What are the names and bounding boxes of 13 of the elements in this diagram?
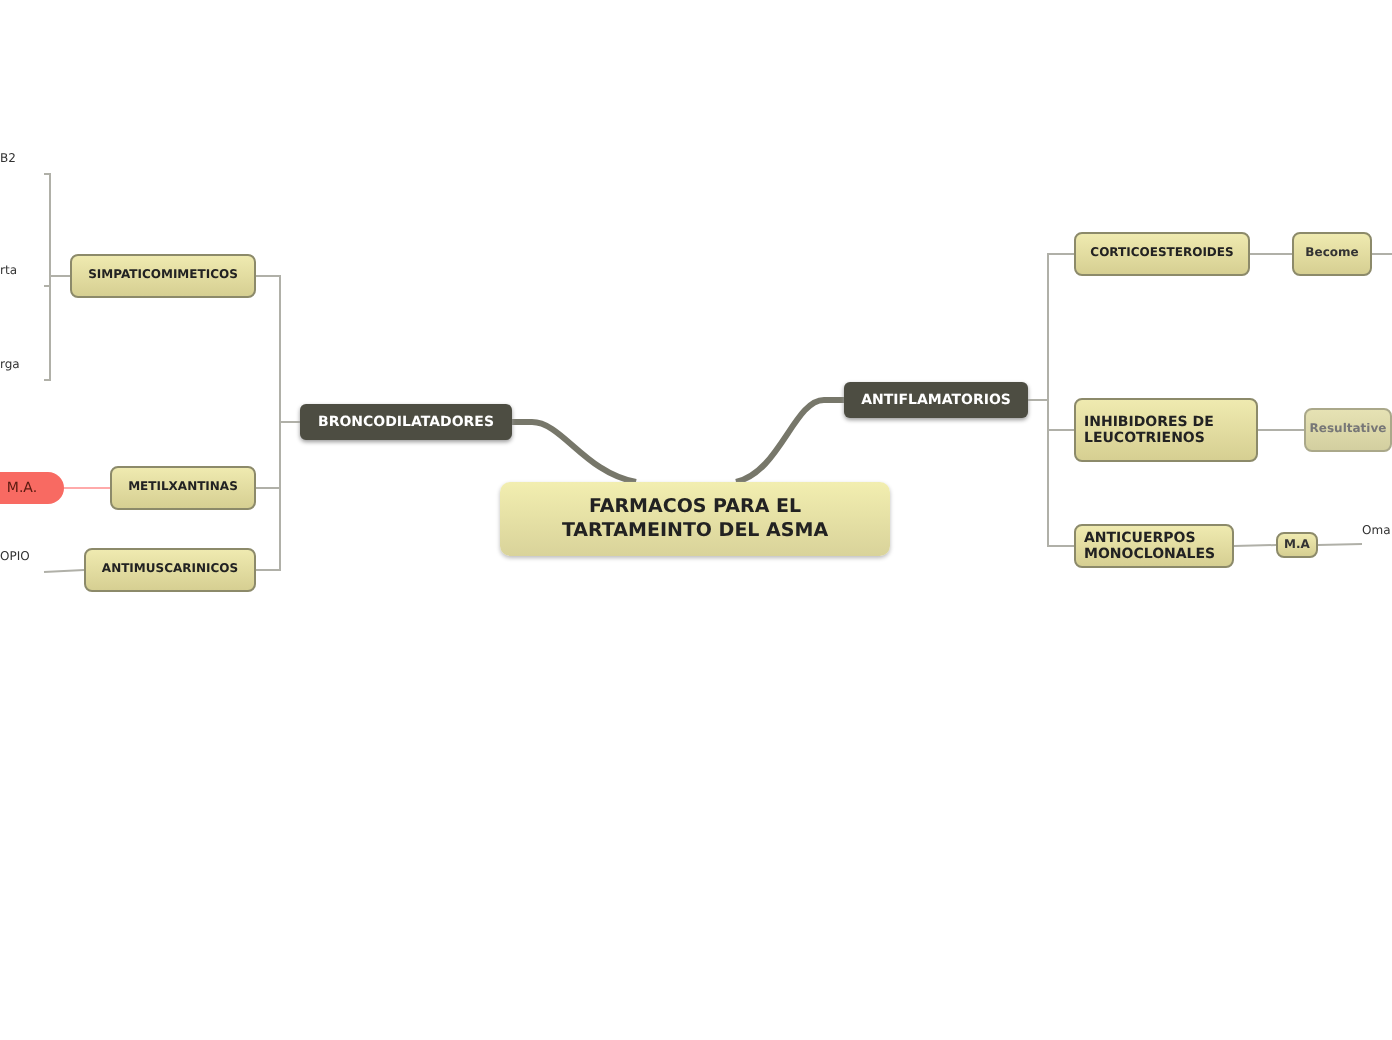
connector-line bbox=[1371, 253, 1392, 255]
connector-line bbox=[1027, 399, 1075, 547]
connector-line bbox=[63, 487, 111, 489]
connector-line bbox=[512, 419, 637, 485]
connector-line bbox=[43, 275, 71, 381]
connector-line bbox=[1233, 544, 1277, 547]
connector-line bbox=[1249, 253, 1293, 255]
connector-line bbox=[1257, 429, 1305, 431]
connector-line bbox=[1317, 543, 1363, 546]
connector-line bbox=[735, 397, 844, 485]
connector-line bbox=[43, 569, 85, 573]
central-topic-box: FARMACOS PARA EL TARTAMEINTO DEL ASMA bbox=[500, 482, 890, 556]
connector-line bbox=[255, 421, 301, 571]
